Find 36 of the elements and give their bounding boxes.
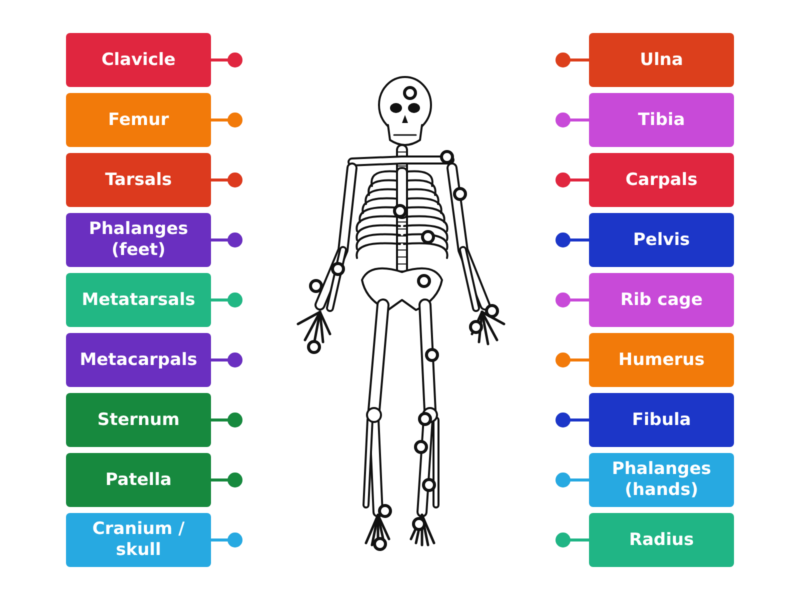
label-text: Rib cage (620, 290, 703, 310)
label-tag (66, 513, 211, 567)
label-text: Carpals (626, 170, 698, 190)
label-text: Patella (105, 470, 172, 490)
label-text: Clavicle (101, 50, 176, 70)
label-tag (66, 393, 211, 447)
label-tag (66, 453, 211, 507)
label-tag (589, 93, 734, 147)
label-text: Tibia (638, 110, 685, 130)
label-tag (589, 153, 734, 207)
label-tag (589, 393, 734, 447)
label-tag (589, 33, 734, 87)
label-tag (589, 273, 734, 327)
label-text: Ulna (640, 50, 684, 70)
label-text: Sternum (97, 410, 180, 430)
label-tag (589, 453, 734, 507)
label-tag (66, 273, 211, 327)
label-text: Radius (629, 530, 694, 550)
label-tag (66, 153, 211, 207)
label-text: Humerus (618, 350, 705, 370)
label-text: Phalanges (feet) (88, 219, 190, 261)
label-tag (589, 213, 734, 267)
label-text: Tarsals (105, 170, 172, 190)
label-text: Femur (108, 110, 169, 130)
label-tag (66, 33, 211, 87)
label-tag (66, 333, 211, 387)
label-text: Metatarsals (82, 290, 196, 310)
label-tag (589, 333, 734, 387)
label-text: Pelvis (633, 230, 690, 250)
label-tag (66, 213, 211, 267)
label-text: Phalanges (hands) (610, 459, 712, 501)
label-text: Fibula (632, 410, 691, 430)
label-tag (589, 513, 734, 567)
label-text: Metacarpals (80, 350, 198, 370)
label-text: Cranium / skull (91, 519, 186, 561)
label-tag (66, 93, 211, 147)
